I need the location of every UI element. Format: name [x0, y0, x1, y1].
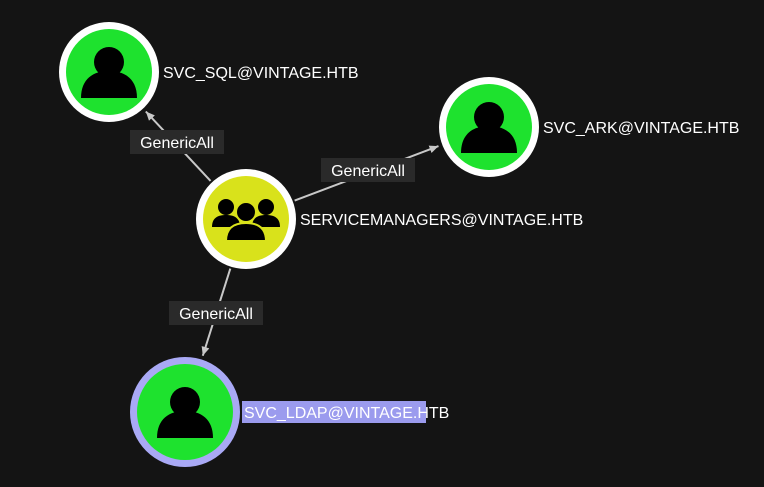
- edge-label-background: [169, 301, 263, 325]
- edge-label-background: [130, 130, 224, 154]
- node-svc_ldap[interactable]: SVC_LDAP@VINTAGE.HTB: [130, 357, 449, 467]
- selected-label-highlight: [242, 401, 426, 423]
- node-label: SERVICEMANAGERS@VINTAGE.HTB: [300, 212, 583, 229]
- node-svc_ark[interactable]: SVC_ARK@VINTAGE.HTB: [439, 77, 739, 177]
- node-label: SVC_ARK@VINTAGE.HTB: [543, 120, 739, 137]
- edge-label-text: GenericAll: [331, 163, 405, 180]
- node-svc_sql[interactable]: SVC_SQL@VINTAGE.HTB: [59, 22, 359, 122]
- edge-label-text: GenericAll: [140, 135, 214, 152]
- edge-label-svc_sql[interactable]: GenericAll: [130, 130, 224, 154]
- node-label: SVC_LDAP@VINTAGE.HTB: [244, 405, 449, 422]
- edge-label-svc_ark[interactable]: GenericAll: [321, 158, 415, 182]
- node-servicemanagers[interactable]: SERVICEMANAGERS@VINTAGE.HTB: [196, 169, 583, 269]
- edge-label-svc_ldap[interactable]: GenericAll: [169, 301, 263, 325]
- edge-label-background: [321, 158, 415, 182]
- node-label: SVC_SQL@VINTAGE.HTB: [163, 65, 359, 82]
- edge-label-text: GenericAll: [179, 306, 253, 323]
